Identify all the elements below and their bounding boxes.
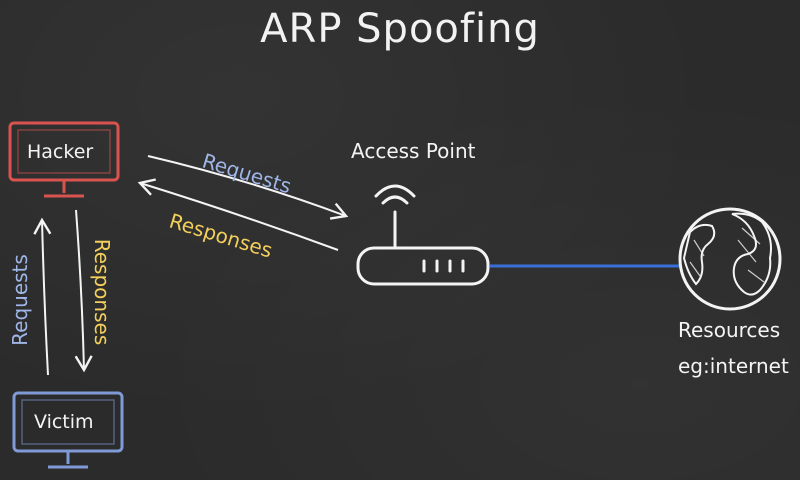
- requests-label-vertical: Requests: [8, 254, 32, 346]
- globe-icon[interactable]: [678, 207, 782, 311]
- router-icon[interactable]: [356, 184, 490, 286]
- victim-monitor-icon[interactable]: [12, 391, 124, 469]
- victim-label: Victim: [34, 411, 94, 433]
- resources-sublabel: eg:internet: [678, 354, 789, 378]
- diagram-title: ARP Spoofing: [260, 6, 540, 52]
- response-arrow-ap-to-hacker: [137, 178, 339, 251]
- request-arrow-victim-to-hacker: [33, 217, 52, 376]
- hacker-monitor-icon[interactable]: [8, 121, 120, 198]
- resources-label: Resources: [678, 318, 781, 342]
- responses-label-vertical: Responses: [90, 238, 114, 346]
- response-arrow-hacker-to-victim: [74, 209, 93, 373]
- request-arrow-hacker-to-ap: [147, 155, 349, 220]
- access-point-label: Access Point: [351, 139, 476, 163]
- hacker-label: Hacker: [27, 141, 94, 163]
